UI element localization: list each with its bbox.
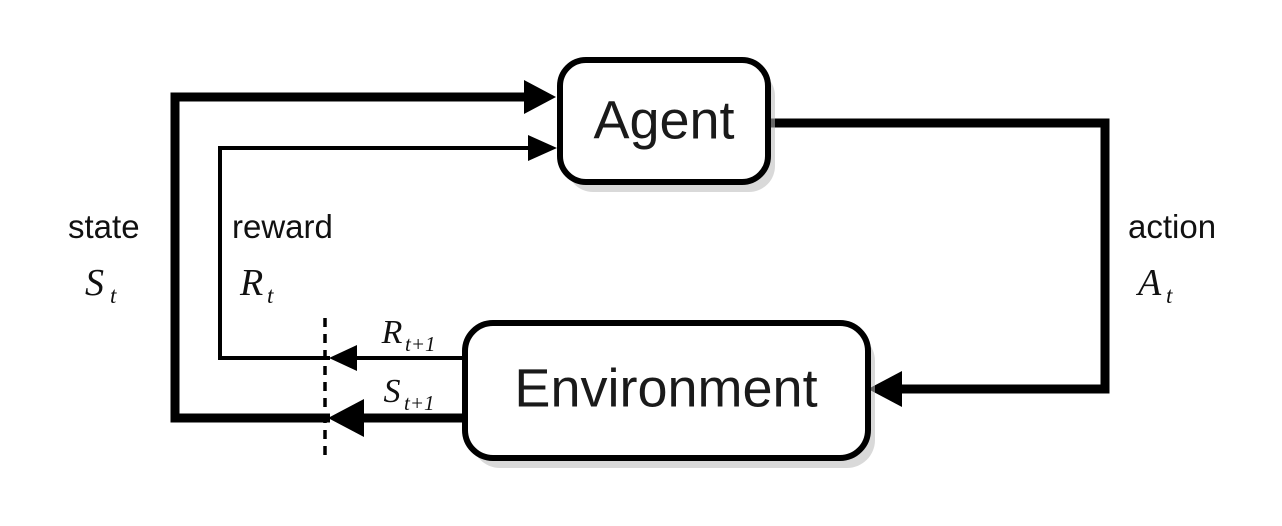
action-label-word: action: [1128, 208, 1216, 245]
node-environment[interactable]: Environment: [462, 320, 875, 468]
label-action: action A t: [1128, 208, 1216, 308]
state-next-subscript: t+1: [404, 391, 435, 415]
state-feedback-arrowhead: [524, 80, 556, 114]
state-label-symbol: S: [85, 262, 104, 304]
label-state: state S t: [68, 208, 140, 308]
node-agent[interactable]: Agent: [557, 57, 775, 192]
environment-label: Environment: [514, 358, 817, 418]
state-next-symbol: S: [384, 373, 401, 410]
reward-label-subscript: t: [267, 283, 274, 308]
reward-label-word: reward: [232, 208, 333, 245]
state-next-arrowhead: [328, 399, 364, 437]
edge-action-forward: [768, 118, 1110, 407]
reward-next-arrowhead: [329, 345, 357, 371]
reward-feedback-arrowhead: [528, 135, 557, 161]
state-label-word: state: [68, 208, 140, 245]
environment-box: [462, 320, 871, 461]
action-label-subscript: t: [1166, 283, 1173, 308]
reward-next-symbol: R: [381, 314, 403, 351]
action-forward-arrowhead: [868, 371, 902, 407]
state-label-subscript: t: [110, 283, 117, 308]
reward-feedback-line: [218, 146, 540, 360]
edge-state-feedback: [170, 80, 556, 423]
label-reward-next: R t+1: [381, 314, 436, 356]
reward-next-subscript: t+1: [405, 332, 436, 356]
agent-box: [557, 57, 771, 185]
reward-label-symbol: R: [239, 262, 263, 304]
label-reward: reward R t: [232, 208, 333, 308]
state-feedback-line: [170, 92, 538, 423]
agent-label: Agent: [593, 90, 734, 150]
action-forward-line: [768, 118, 1110, 394]
label-state-next: S t+1: [384, 373, 435, 415]
edge-reward-feedback: [218, 135, 557, 360]
edge-state-next: [328, 399, 465, 437]
action-label-symbol: A: [1135, 262, 1162, 304]
edge-reward-next: [329, 345, 465, 371]
